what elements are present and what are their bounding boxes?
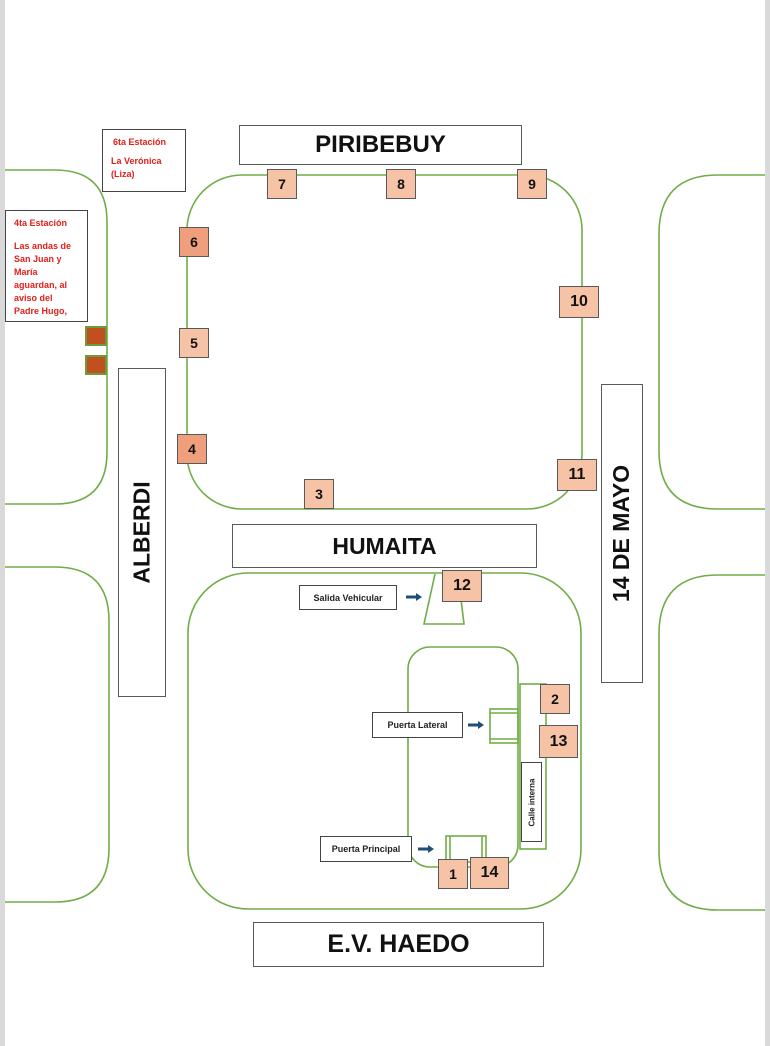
- internal-street: [519, 683, 547, 850]
- street-piribebuy-label: PIRIBEBUY: [315, 131, 446, 158]
- station-12[interactable]: 12: [442, 570, 482, 602]
- street-piribebuy: PIRIBEBUY: [239, 125, 522, 165]
- note-fourth-station: 4ta Estación Las andas de San Juan y Mar…: [5, 210, 88, 322]
- note-sixth-title: 6ta Estación: [113, 137, 167, 147]
- street-14-de-mayo: 14 DE MAYO: [601, 384, 643, 683]
- station-11[interactable]: 11: [557, 459, 597, 491]
- street-alberdi: ALBERDI: [118, 368, 166, 697]
- arrow-right-icon: [418, 845, 434, 853]
- note-sixth-station: 6ta Estación La Verónica (Liza): [102, 129, 186, 192]
- side-door: [489, 708, 519, 744]
- label-salida-vehicular: Salida Vehicular: [299, 585, 397, 610]
- station-10[interactable]: 10: [559, 286, 599, 318]
- block-top-left: [5, 169, 108, 505]
- church-block: [187, 572, 582, 910]
- station-3[interactable]: 3: [304, 479, 334, 509]
- label-puerta-principal: Puerta Principal: [320, 836, 412, 862]
- page-edge-left: [0, 0, 5, 1046]
- anda-marker-san-juan: [85, 326, 107, 346]
- station-9[interactable]: 9: [517, 169, 547, 199]
- street-humaita-label: HUMAITA: [332, 532, 437, 559]
- street-ev-haedo-label: E.V. HAEDO: [327, 930, 470, 958]
- street-alberdi-label: ALBERDI: [128, 481, 155, 584]
- station-14[interactable]: 14: [470, 857, 509, 889]
- label-calle-interna: Calle interna: [521, 762, 542, 842]
- note-fourth-body: Las andas de San Juan y María aguardan, …: [14, 241, 72, 316]
- station-13[interactable]: 13: [539, 725, 578, 758]
- block-bottom-right: [658, 574, 765, 911]
- note-sixth-body: La Verónica (Liza): [111, 156, 162, 179]
- street-humaita: HUMAITA: [232, 524, 537, 568]
- station-7[interactable]: 7: [267, 169, 297, 199]
- label-puerta-lateral: Puerta Lateral: [372, 712, 463, 738]
- page-edge-right: [765, 0, 770, 1046]
- street-ev-haedo: E.V. HAEDO: [253, 922, 544, 967]
- church-building: [407, 646, 519, 868]
- station-5[interactable]: 5: [179, 328, 209, 358]
- station-8[interactable]: 8: [386, 169, 416, 199]
- arrow-right-icon: [406, 593, 422, 601]
- station-2[interactable]: 2: [540, 684, 570, 714]
- station-1[interactable]: 1: [438, 859, 468, 889]
- block-bottom-left: [5, 566, 110, 903]
- station-4[interactable]: 4: [177, 434, 207, 464]
- route-block: [186, 174, 583, 510]
- anda-marker-maria: [85, 355, 107, 375]
- arrow-right-icon: [468, 721, 484, 729]
- block-top-right: [658, 174, 765, 510]
- station-6[interactable]: 6: [179, 227, 209, 257]
- note-fourth-title: 4ta Estación: [14, 218, 68, 228]
- street-14-de-mayo-label: 14 DE MAYO: [608, 464, 635, 603]
